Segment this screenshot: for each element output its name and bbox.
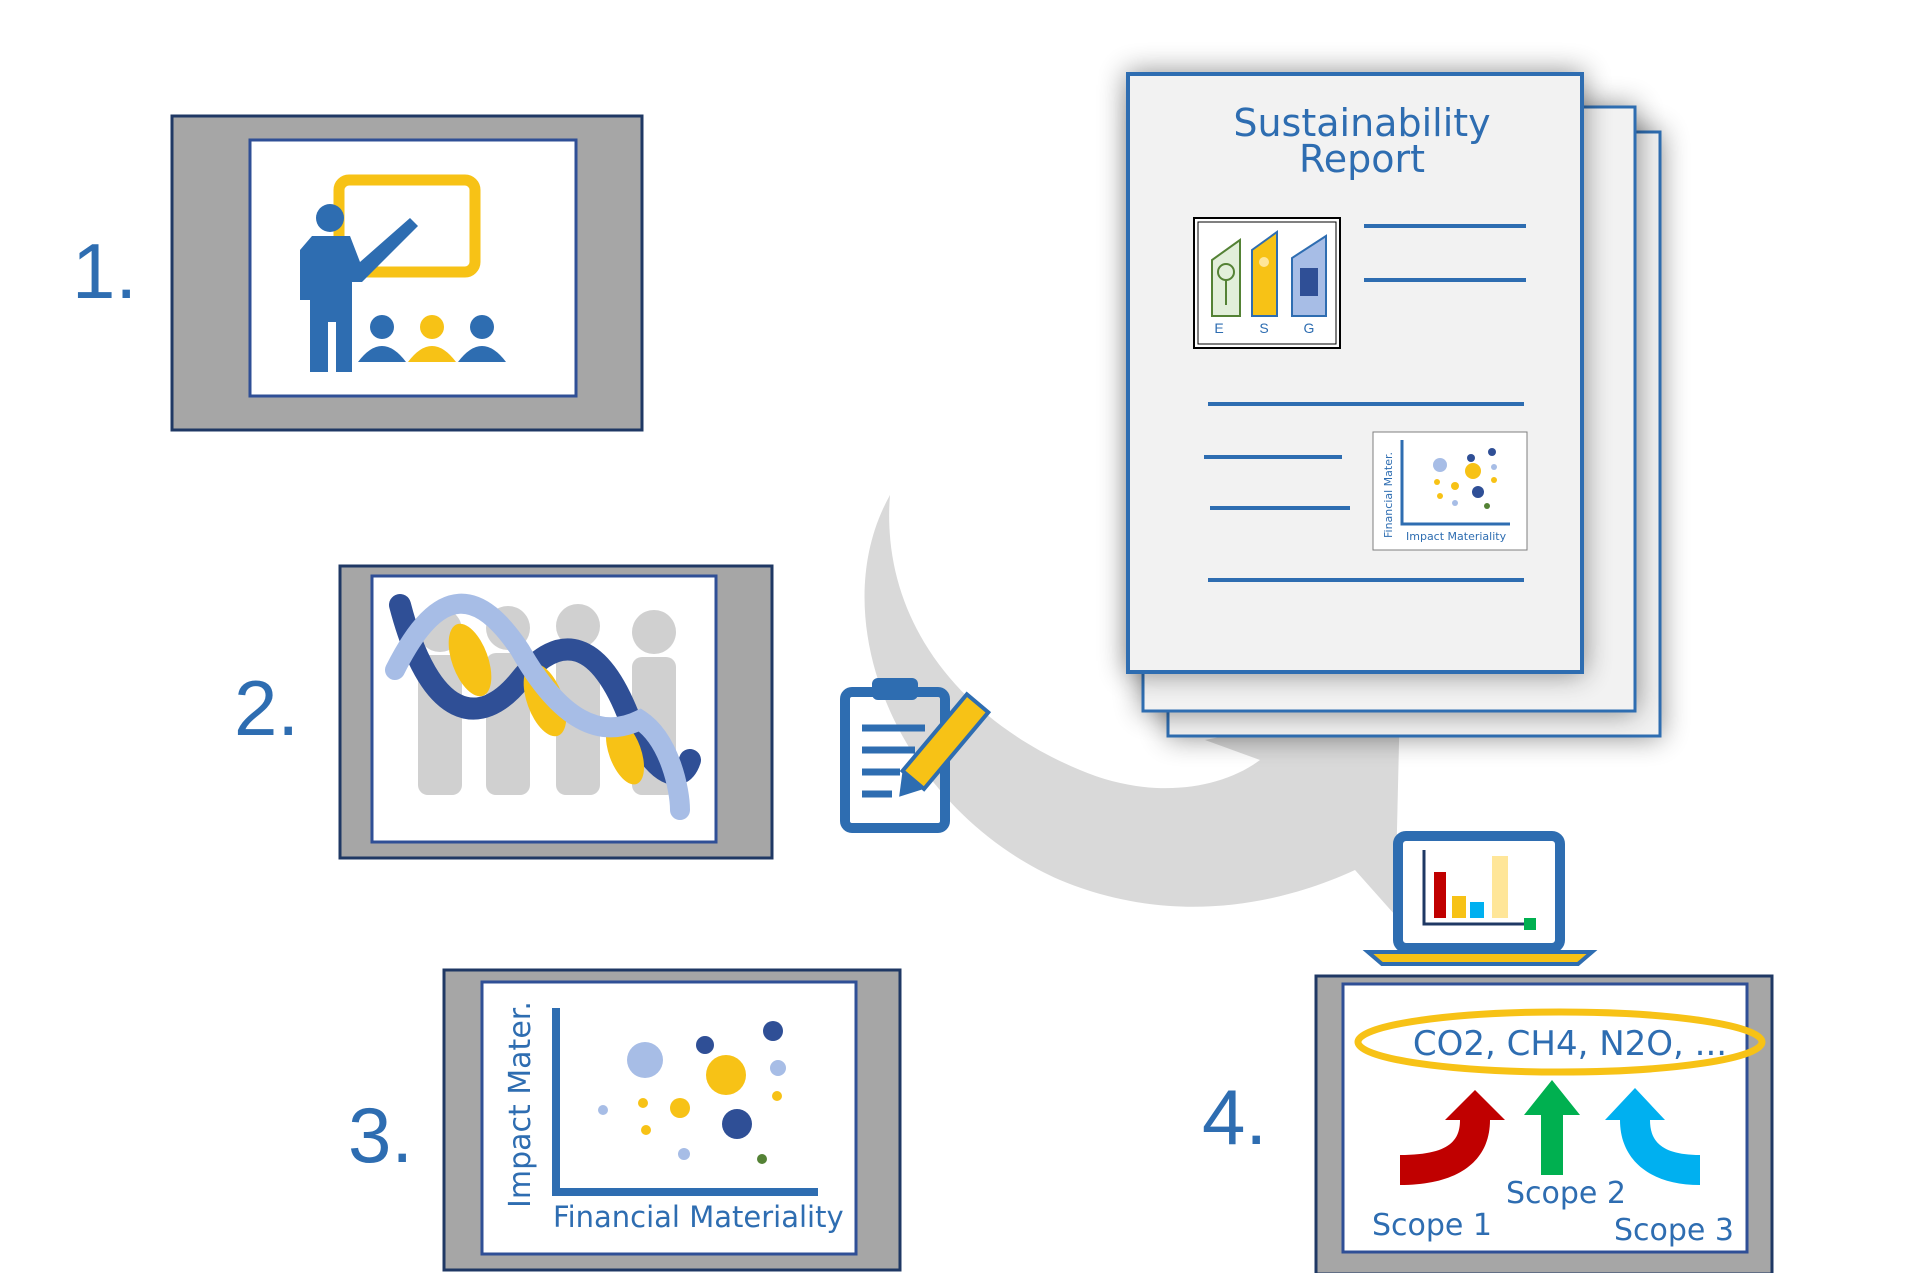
- clipboard-pencil-icon: [840, 678, 992, 833]
- step-4: 4. CO2, CH4, N2O, ... Scope 1 Scope 2 Sc…: [1202, 974, 1774, 1273]
- report-text-lines: [1204, 224, 1526, 582]
- step-2-number: 2.: [234, 664, 299, 752]
- curved-arrow: [864, 495, 1400, 915]
- mini-chart-y-label: Financial Mater.: [1382, 452, 1395, 538]
- scope-3-label: Scope 3: [1614, 1213, 1734, 1248]
- presenter-icon: [300, 174, 506, 372]
- step-3-frame: [442, 968, 902, 1272]
- report-mini-chart: Financial Mater. Impact Materiality: [1372, 431, 1528, 551]
- dna-people-icon: [385, 593, 701, 820]
- report-title-line1: Sustainability: [1233, 101, 1490, 145]
- x-axis-label: Financial Materiality: [553, 1200, 844, 1234]
- scope-2-arrow: [1524, 1080, 1580, 1175]
- report-title-line2: Report: [1299, 137, 1425, 181]
- scope-3-arrow: [1605, 1088, 1700, 1185]
- materiality-chart: Impact Mater. Financial Materiality: [503, 1001, 844, 1234]
- step-3-number: 3.: [348, 1091, 413, 1179]
- gases-label: CO2, CH4, N2O, ...: [1413, 1024, 1727, 1064]
- scope-1-arrow: [1400, 1090, 1505, 1185]
- step-2: 2.: [234, 564, 774, 860]
- sustainability-report: Sustainability Report E S G: [1126, 72, 1662, 738]
- esg-letter-s: S: [1259, 320, 1268, 336]
- esg-letter-e: E: [1214, 320, 1223, 336]
- y-axis-label: Impact Mater.: [503, 1001, 538, 1208]
- scope-2-label: Scope 2: [1506, 1176, 1626, 1211]
- mini-chart-x-label: Impact Materiality: [1406, 530, 1507, 543]
- step-1-number: 1.: [72, 227, 137, 315]
- step-4-number: 4.: [1202, 1073, 1267, 1161]
- esg-letter-g: G: [1304, 320, 1315, 336]
- step-3: 3. Impact Mater. Financial Materiality: [348, 968, 902, 1272]
- esg-image: E S G: [1193, 217, 1341, 349]
- laptop-chart-icon: [1362, 831, 1598, 966]
- scope-1-label: Scope 1: [1372, 1208, 1492, 1243]
- step-1: 1.: [72, 114, 644, 432]
